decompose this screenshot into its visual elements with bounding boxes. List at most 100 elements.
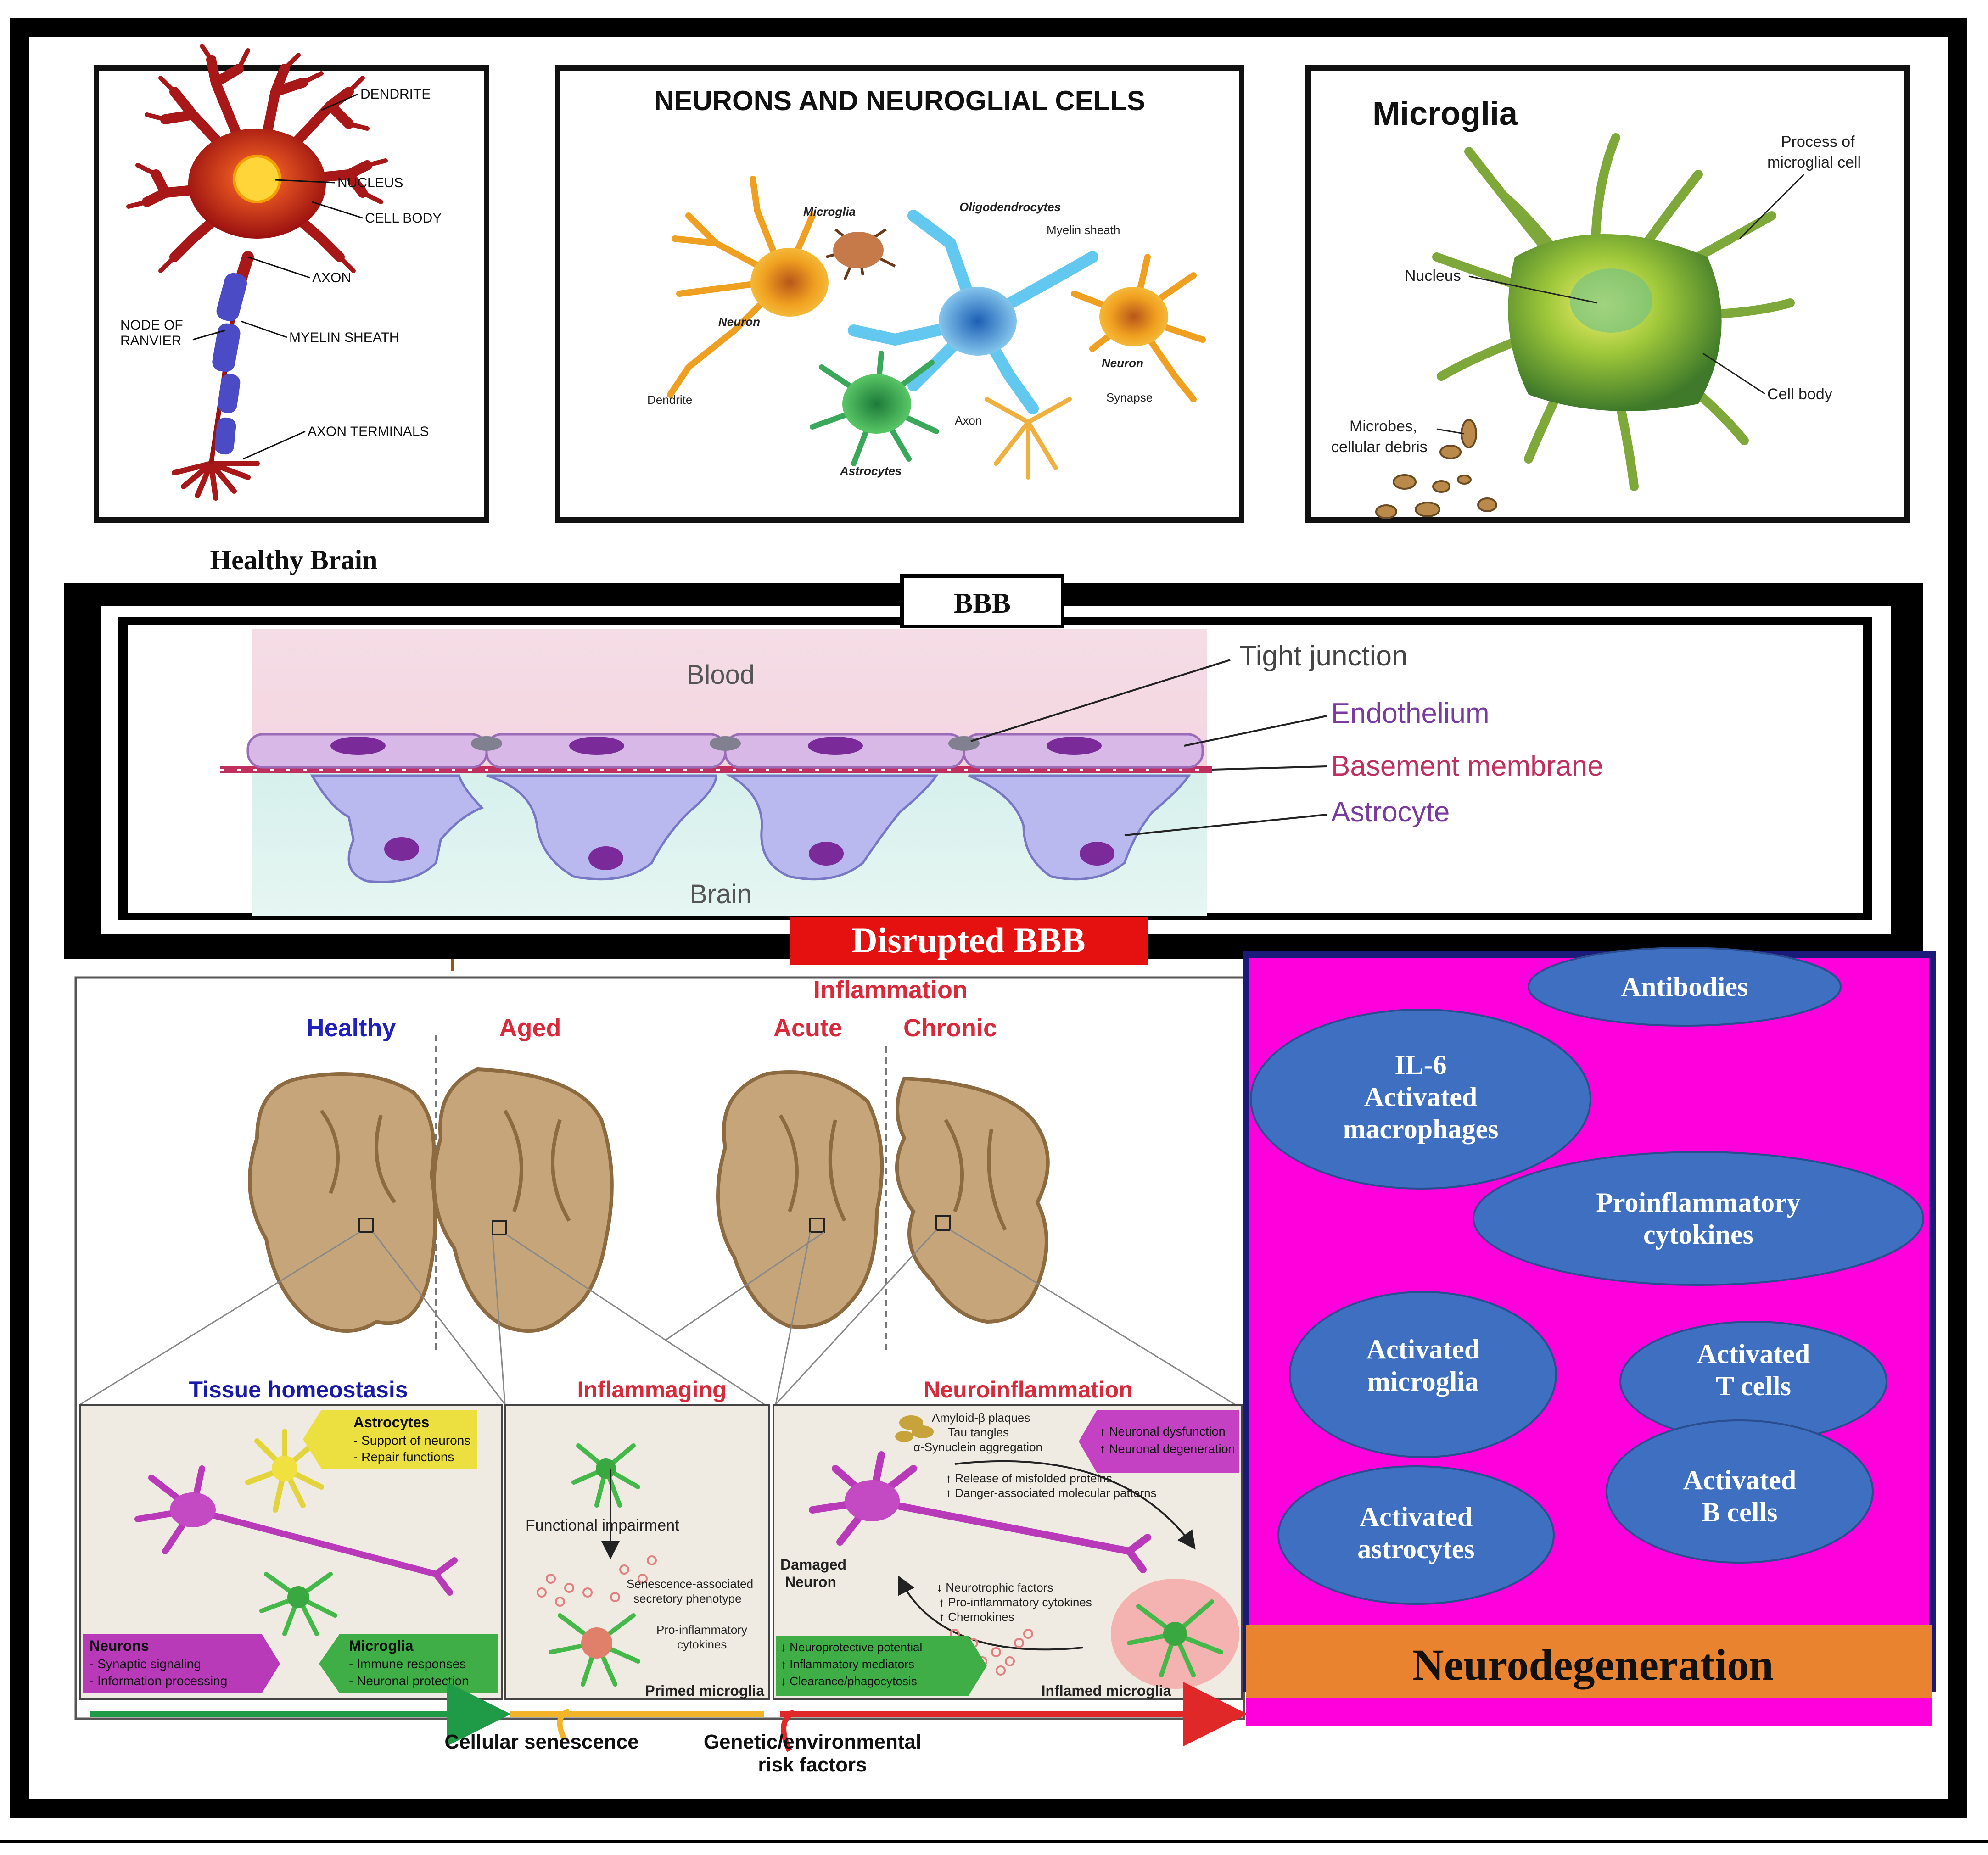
aged-heading: Aged <box>499 1014 561 1042</box>
bbb-tab-label: BBB <box>954 588 1011 619</box>
inflammaging-box <box>504 1404 770 1700</box>
bbb-labels: Tight junction Endothelium Basement memb… <box>1239 640 1603 828</box>
sasp-particles <box>537 1555 657 1607</box>
right-neuron-soma <box>1099 287 1168 346</box>
damaged-neuron-label-1: Damaged <box>780 1556 846 1573</box>
trophic-label-3: ↑ Chemokines <box>939 1610 1014 1624</box>
proinflammatory-ellipse <box>1473 1151 1924 1286</box>
axon-terminals-label: AXON TERMINALS <box>308 424 429 439</box>
myelin-sheath-label: MYELIN SHEATH <box>289 330 399 345</box>
homeostasis-neuron <box>134 1465 458 1596</box>
microglia-callout-title: Microglia <box>349 1637 414 1654</box>
microglia-nucleus-label: Nucleus <box>1405 267 1461 285</box>
endothelial-nuclei <box>330 737 1102 755</box>
neuroprotective-label-3: ↓ Clearance/phagocytosis <box>780 1674 917 1688</box>
tight-junctions <box>471 736 980 751</box>
astrocytes-callout-line1: - Support of neurons <box>353 1433 470 1447</box>
release-label-1: ↑ Release of misfolded proteins <box>946 1471 1112 1485</box>
homeostasis-neuron-soma <box>170 1492 216 1527</box>
activated-tcells-label-1: Activated <box>1697 1339 1810 1369</box>
oligodendrocyte-processes <box>848 210 1098 414</box>
microglia-callout-line1: - Immune responses <box>349 1657 466 1671</box>
glia-neuron-right-label: Neuron <box>1102 356 1143 370</box>
damaged-neuron-label-2: Neuron <box>785 1574 836 1590</box>
tight-junction-label: Tight junction <box>1239 640 1407 672</box>
antibodies-ellipse <box>1528 947 1842 1027</box>
oligodendrocyte-soma <box>939 287 1017 356</box>
astrocyte-label: Astrocyte <box>1331 796 1450 828</box>
neurons-callout-line1: - Synaptic signaling <box>90 1657 201 1671</box>
microglia-small-body <box>833 232 884 268</box>
microglia-title: Microglia <box>1372 95 1518 132</box>
proinflammatory-label-1: Proinflammatory <box>1596 1187 1800 1218</box>
astrocyte-feet <box>310 774 1191 883</box>
activated-tcells-label-2: T cells <box>1716 1371 1791 1401</box>
activated-microglia-label-1: Activated <box>1366 1334 1480 1364</box>
damaged-neuron <box>809 1451 1151 1573</box>
inflamed-microglia-soma <box>1163 1622 1187 1646</box>
neuron-illustration <box>126 44 388 501</box>
blood-label: Blood <box>687 660 755 690</box>
inflammation-heading: Inflammation <box>813 976 968 1004</box>
endothelium-label: Endothelium <box>1331 698 1490 729</box>
zoom-lines <box>80 1229 1235 1405</box>
activated-bcells-ellipse <box>1606 1419 1874 1564</box>
tau-label: Tau tangles <box>948 1425 1009 1439</box>
functional-impairment-label: Functional impairment <box>526 1517 679 1534</box>
primed-microglia-label: Primed microglia <box>645 1682 764 1699</box>
glia-microglia-label: Microglia <box>803 205 856 218</box>
homeostasis-astrocyte-soma <box>272 1456 297 1481</box>
homeostasis-astrocyte <box>245 1429 324 1513</box>
process-label-1: Process of <box>1781 133 1855 151</box>
process-label-2: microglial cell <box>1767 154 1861 171</box>
pro-inflammatory-label-2: cytokines <box>677 1637 727 1651</box>
release-label-2: ↑ Danger-associated molecular patterns <box>946 1486 1157 1500</box>
proinflammatory-label-2: cytokines <box>1643 1219 1753 1250</box>
glia-myelin-sheath-label: Myelin sheath <box>1047 223 1120 237</box>
inflamed-microglia-cell <box>1127 1599 1223 1677</box>
node-of-ranvier-label-2: RANVIER <box>120 333 181 348</box>
microglia-panel: Microglia Process of microglial cell Nuc… <box>1305 65 1910 523</box>
trophic-label-1: ↓ Neurotrophic factors <box>936 1581 1053 1594</box>
activated-microglia-label-2: microglia <box>1367 1366 1478 1397</box>
microglia-nucleus <box>1570 268 1652 333</box>
activated-bcells-label-2: B cells <box>1702 1497 1778 1527</box>
neuronal-dysfunction-callout <box>1079 1410 1239 1473</box>
neurodegeneration-panel: Antibodies IL-6 Activated macrophages Pr… <box>1243 947 1936 1726</box>
microglia-labels: Process of microglial cell Nucleus Cell … <box>1331 133 1861 456</box>
spacer <box>1258 1428 1259 1429</box>
homeostasis-microglia-soma <box>287 1586 309 1608</box>
primed-microglia-soma <box>581 1627 612 1659</box>
protein-aggregates <box>895 1415 934 1442</box>
astrocytes-callout-line2: - Repair functions <box>353 1450 454 1464</box>
chronic-brain-section <box>895 1076 1050 1324</box>
left-neuron-dendrites <box>667 176 816 398</box>
basement-membrane-label: Basement membrane <box>1331 750 1603 782</box>
neuron-labels: DENDRITE NUCLEUS CELL BODY AXON NODE OF … <box>120 87 442 439</box>
healthy-brain-section <box>248 1072 437 1333</box>
disrupted-bbb-banner <box>790 917 1148 965</box>
inflammaging-microglia-top <box>571 1443 640 1508</box>
healthy-brain-caption: Healthy Brain <box>210 545 377 575</box>
senescence-hook <box>557 1708 571 1741</box>
inflammaging-microglia-top-soma <box>596 1458 616 1479</box>
neuroinflammation-heading: Neuroinflammation <box>924 1377 1133 1402</box>
trophic-label-2: ↑ Pro-inflammatory cytokines <box>939 1595 1092 1609</box>
neurons-callout <box>83 1634 280 1693</box>
cell-body-label: CELL BODY <box>365 211 442 226</box>
activated-astrocytes-ellipse <box>1277 1465 1555 1605</box>
cellular-senescence-label: Cellular senescence <box>444 1731 638 1753</box>
sasp-label-1: Senescence-associated <box>627 1577 753 1591</box>
neuron-nucleus <box>233 155 281 203</box>
factor-ellipses <box>1250 947 1924 1605</box>
microbes-debris <box>1375 419 1497 519</box>
microglia-callout <box>319 1634 498 1693</box>
healthy-heading: Healthy <box>306 1014 396 1042</box>
myelin-sheaths <box>209 273 247 464</box>
glia-axon-label: Axon <box>955 413 982 427</box>
activated-bcells-label-1: Activated <box>1683 1465 1797 1495</box>
primed-microglia-cell <box>549 1613 640 1687</box>
pro-inflammatory-label-1: Pro-inflammatory <box>656 1623 747 1637</box>
neuron-panel: DENDRITE NUCLEUS CELL BODY AXON NODE OF … <box>94 44 489 575</box>
